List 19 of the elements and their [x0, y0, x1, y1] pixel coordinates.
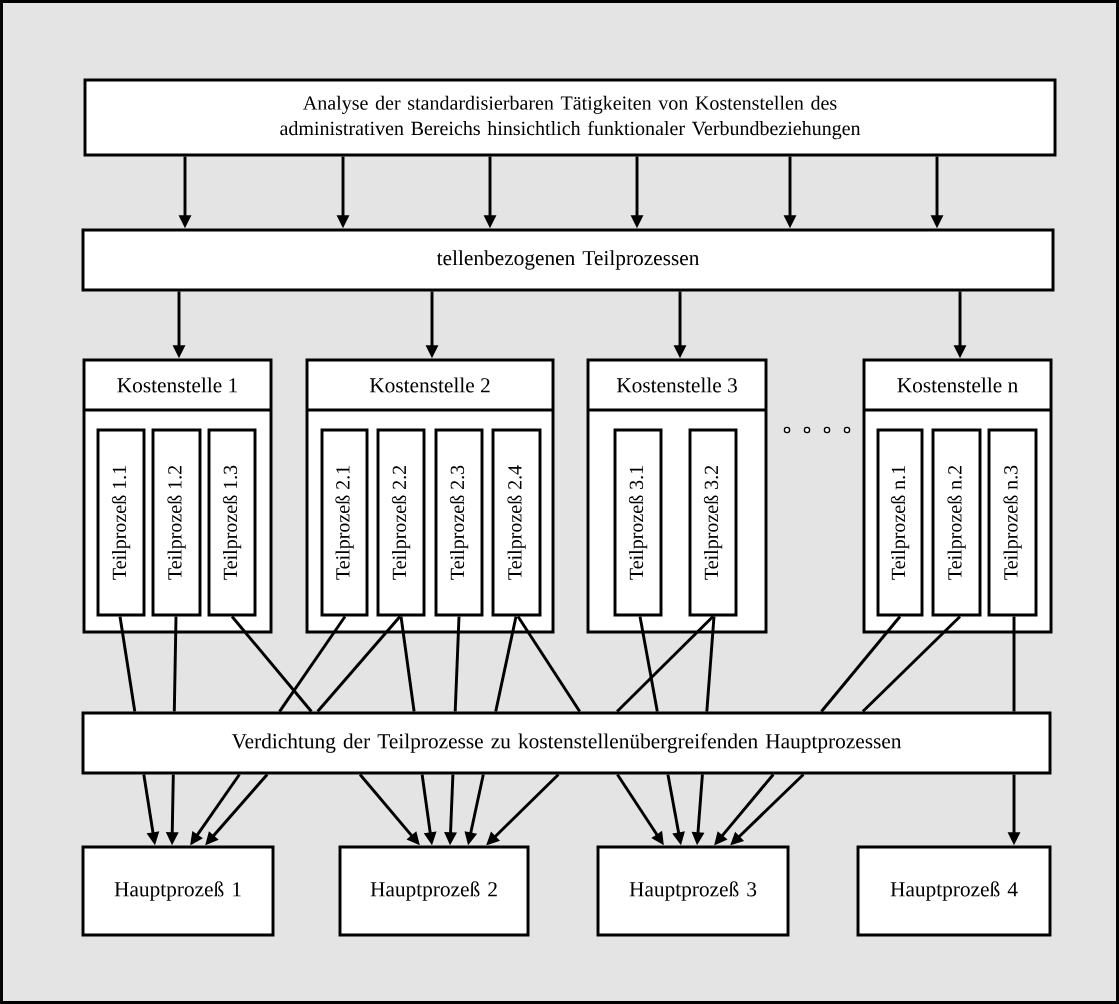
subprocess-box: Teilprozeß 2.1: [320, 428, 369, 617]
subprocess-box: Teilprozeß 3.2: [688, 428, 738, 617]
subprocess-box: Teilprozeß 1.2: [151, 428, 202, 617]
process-band: Verdichtung der Teilprozesse zu kostenstellenübergreifenden Hauptprozessen: [81, 711, 1052, 775]
process-box: Hauptprozeß 2: [338, 845, 530, 937]
subprocess-box: Teilprozeß n.2: [931, 428, 982, 617]
subprocess-box: Teilprozeß 2.3: [434, 428, 484, 617]
subprocess-box: Teilprozeß n.3: [987, 428, 1038, 617]
process-band: tellenbezogenen Teilprozessen: [81, 228, 1055, 292]
subprocess-box: Teilprozeß 2.2: [376, 428, 426, 617]
subprocess-box: Teilprozeß n.1: [876, 428, 924, 617]
process-band: Analyse der standardisierbaren Tätigkeiten von Kostenstellen des administrativen Bereichs hinsichtlich funktionaler Verbundbeziehungen: [83, 78, 1057, 157]
process-box: Hauptprozeß 4: [856, 845, 1052, 937]
process-box: Hauptprozeß 1: [81, 845, 275, 937]
subprocess-box: Teilprozeß 2.4: [491, 428, 542, 617]
subprocess-box: Teilprozeß 1.1: [96, 428, 146, 617]
subprocess-box: Teilprozeß 3.1: [613, 428, 663, 617]
process-box: Hauptprozeß 3: [596, 845, 790, 937]
subprocess-box: Teilprozeß 1.3: [207, 428, 257, 617]
